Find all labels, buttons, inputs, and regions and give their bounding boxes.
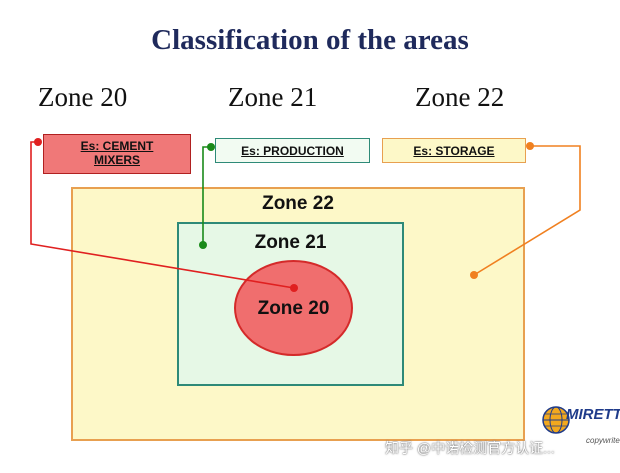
cement-leader-start-dot — [34, 138, 42, 146]
logo-subtext: copywrite — [586, 436, 620, 445]
zone-21-heading: Zone 21 — [228, 82, 318, 112]
storage-tag: Es: STORAGE — [382, 138, 526, 163]
zone-21-label: Zone 21 — [254, 232, 327, 253]
storage-leader — [470, 142, 581, 279]
cement-leader-end-dot — [290, 284, 298, 292]
cement-leader — [30, 138, 298, 292]
zone-20-heading: Zone 20 — [38, 82, 128, 112]
zone-22-label: Zone 22 — [262, 193, 334, 214]
cement-mixers-tag: Es: CEMENT MIXERS — [43, 134, 191, 174]
zone-20-region: Zone 20 — [234, 260, 353, 356]
logo-text: MIRETTI — [566, 406, 620, 423]
zone-20-label: Zone 20 — [257, 298, 330, 319]
storage-leader-end-dot — [470, 271, 478, 279]
production-leader — [199, 143, 215, 249]
production-leader-start-dot — [207, 143, 215, 151]
production-leader-end-dot — [199, 241, 207, 249]
globe-logo-icon — [542, 406, 570, 434]
page-title: Classification of the areas — [151, 24, 469, 56]
zone-22-heading: Zone 22 — [415, 82, 505, 112]
storage-leader-start-dot — [526, 142, 534, 150]
watermark: 知乎 @中诺检测官方认证... — [385, 440, 555, 456]
production-tag: Es: PRODUCTION — [215, 138, 370, 163]
